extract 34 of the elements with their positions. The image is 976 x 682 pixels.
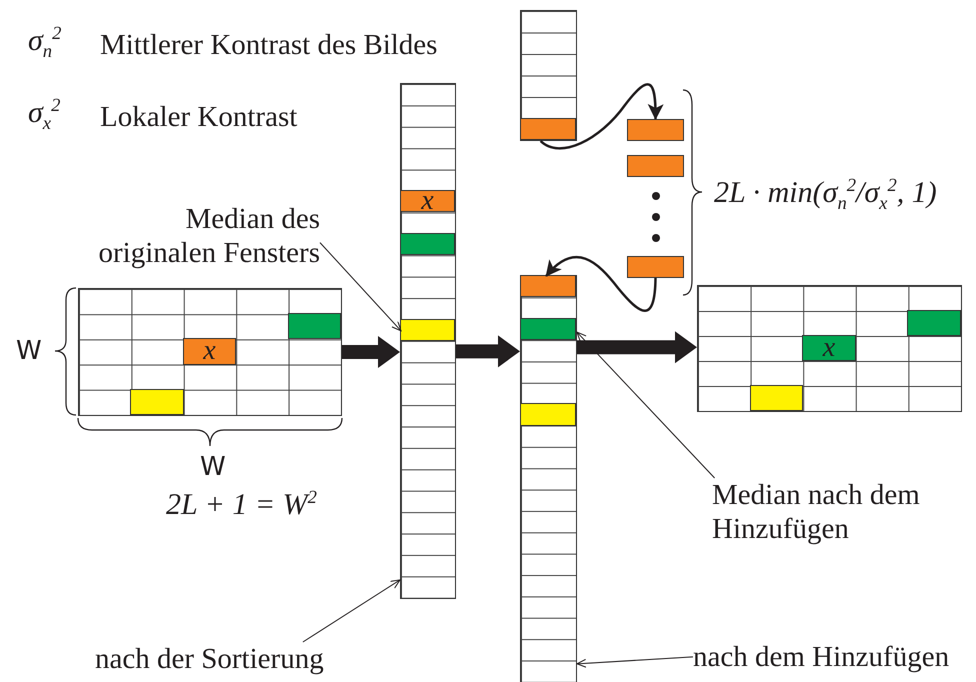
block-arrow [577,331,697,364]
pixel-value: x [400,190,455,212]
leader-line [576,656,694,668]
pixel-value: x [182,338,236,365]
leader-line [576,332,716,478]
math-formula: 2L + 1 = W$^{2}$ [166,488,317,522]
value-column [520,10,577,141]
leader-line [320,242,402,332]
pixel-grid [78,288,342,416]
curved-arrow [545,256,657,312]
annotation-text: Median nach dem Hinzufügen [712,478,972,546]
highlighted-cell [520,275,576,298]
pixel-value: x [802,335,856,361]
dimension-label: W [200,452,226,482]
annotation-text: nach dem Hinzufügen [693,640,976,674]
inserted-value-bar [627,155,684,177]
block-arrow [342,336,400,368]
inserted-value-bar [627,256,684,278]
legend-text: Lokaler Kontrast [100,101,298,134]
inserted-value-bar [627,119,684,141]
annotation-text: Median des originalen Fensters [76,202,320,270]
extended-column [520,275,577,682]
highlighted-cell [520,318,576,340]
highlighted-cell [520,118,576,140]
highlighted-cell [400,318,455,341]
annotation-text: nach der Sortierung [95,642,365,676]
curved-arrow [540,83,664,150]
block-arrow [456,335,520,368]
dimension-label: W [16,336,42,366]
math-formula: 2L · min(σ$_{n}$$^{2}$/σ$_{x}$$^{2}$, 1) [714,176,937,210]
leader-line [302,579,400,642]
sorted-column [400,83,456,599]
pixel-grid [697,285,962,412]
legend-text: Mittlerer Kontrast des Bildes [100,29,438,62]
